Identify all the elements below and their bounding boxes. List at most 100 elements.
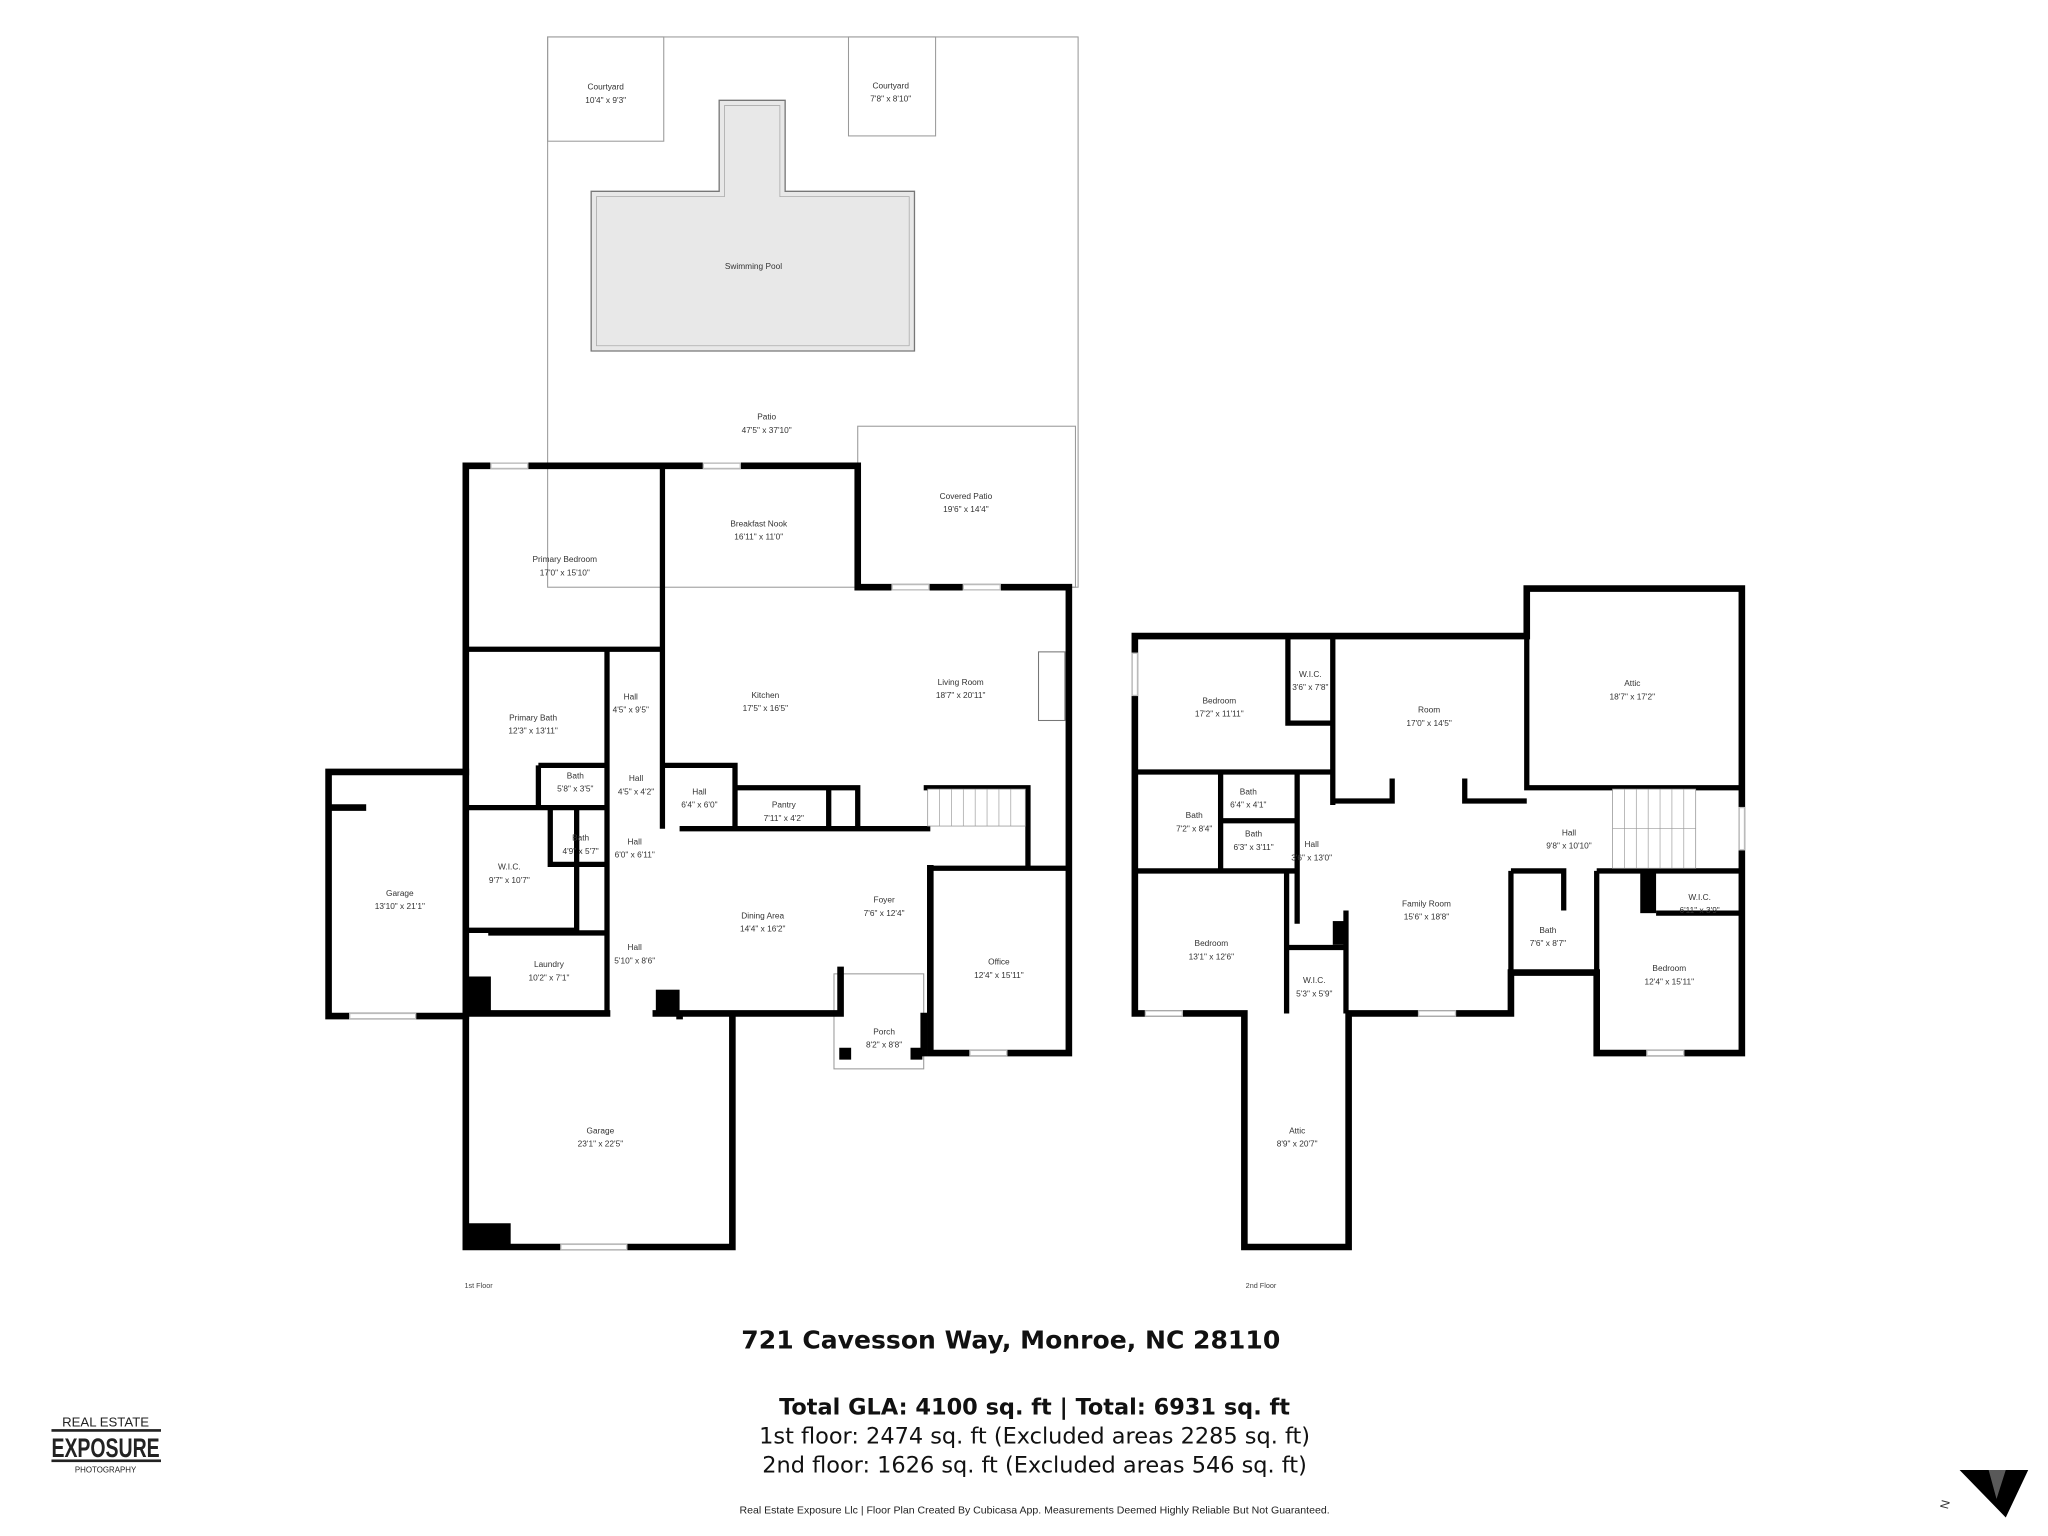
room-dimensions: 18'7" x 17'2" (1610, 691, 1656, 701)
wall-block (655, 989, 680, 1014)
room-name: Living Room (938, 677, 984, 687)
room-name: Patio (757, 412, 776, 422)
room-name: Hall (1562, 827, 1576, 837)
company-logo: REAL ESTATE EXPOSURE PHOTOGRAPHY (51, 1414, 161, 1475)
window (1738, 806, 1746, 851)
room-name: Room (1418, 705, 1440, 715)
arrow-highlight (1988, 1470, 2006, 1500)
room-dimensions: 7'6" x 8'7" (1530, 938, 1566, 948)
room-name: Hall (628, 942, 642, 952)
compass-label: N (1937, 1498, 1953, 1510)
outdoor-areas (547, 36, 1079, 1070)
floor1-label: 1st Floor (464, 1281, 493, 1290)
logo-bar (51, 1429, 161, 1432)
room-name: Bath (1539, 925, 1556, 935)
room-dimensions: 15'6" x 18'8" (1404, 912, 1450, 922)
room-name: Office (988, 957, 1010, 967)
room-name: Hall (628, 837, 642, 847)
porch-column (839, 1047, 852, 1060)
floor1-room-label: Laundry 10'2" x 7'1" (529, 959, 570, 982)
room-dimensions: 17'0" x 14'5" (1406, 718, 1452, 728)
room-name: Porch (873, 1027, 895, 1037)
room-dimensions: 9'8" x 10'10" (1546, 840, 1592, 850)
room-dimensions: 10'4" x 9'3" (585, 95, 626, 105)
room-dimensions: 9'7" x 10'7" (489, 875, 530, 885)
stairs-icon (927, 788, 1026, 827)
stair-treads (1612, 789, 1696, 869)
window (1144, 1010, 1184, 1017)
window (560, 1243, 628, 1251)
room-name: Bedroom (1652, 963, 1686, 973)
room-dimensions: 7'2" x 8'4" (1176, 823, 1212, 833)
fireplace-icon (1037, 651, 1066, 722)
floor1-room-label: Living Room 18'7" x 20'11" (936, 677, 986, 700)
room-name: Pantry (772, 800, 797, 810)
room-name: Attic (1624, 678, 1640, 688)
floor2-room-label: W.I.C.5'3" x 5'9" (1296, 975, 1332, 998)
room-dimensions: 6'3" x 3'11" (1233, 842, 1273, 852)
window (349, 1012, 417, 1020)
window (962, 583, 1001, 591)
room-name: W.I.C. (1303, 975, 1326, 985)
floor1-room-label: Primary Bedroom 17'0" x 15'10" (533, 554, 598, 577)
room-dimensions: 17'0" x 15'10" (540, 567, 590, 577)
room-dimensions: 18'7" x 20'11" (936, 690, 986, 700)
room-name: Family Room (1402, 899, 1451, 909)
room-name: Hall (624, 691, 638, 701)
room-dimensions: 5'8" x 3'5" (557, 784, 593, 794)
window (969, 1049, 1008, 1057)
room-dimensions: 17'2" x 11'11" (1195, 709, 1244, 719)
logo-line2: EXPOSURE (51, 1433, 159, 1463)
disclaimer: Real Estate Exposure Llc | Floor Plan Cr… (739, 1505, 1329, 1517)
room-name: Laundry (534, 959, 565, 969)
room-name: W.I.C. (498, 862, 521, 872)
room-name: Courtyard (587, 82, 624, 92)
room-dimensions: 16'11" x 11'0" (734, 532, 783, 542)
room-name: Covered Patio (940, 491, 993, 501)
room-dimensions: 13'1" x 12'6" (1189, 951, 1235, 961)
room-dimensions: 17'5" x 16'5" (743, 703, 789, 713)
room-name: Kitchen (752, 690, 780, 700)
room-dimensions: 23'1" x 22'5" (578, 1139, 624, 1149)
wall-block (1332, 921, 1346, 945)
garage-column (465, 1223, 511, 1248)
room-name: Primary Bath (509, 712, 557, 722)
room-dimensions: 12'4" x 15'11" (974, 970, 1024, 980)
room-dimensions: 4'9" x 5'7" (562, 846, 598, 856)
window (490, 462, 529, 470)
room-dimensions: 8'9" x 20'7" (1277, 1139, 1318, 1149)
room-name: Primary Bedroom (533, 554, 598, 564)
room-dimensions: 10'2" x 7'1" (529, 972, 570, 982)
room-dimensions: 7'11" x 4'2" (764, 813, 804, 823)
floor2-room-label: Hall 9'8" x 10'10" (1546, 827, 1592, 850)
room-dimensions: 4'5" x 4'2" (618, 786, 654, 796)
window (1417, 1010, 1457, 1017)
total-area: Total GLA: 4100 sq. ft | Total: 6931 sq.… (779, 1395, 1290, 1421)
room-name: Swimming Pool (725, 261, 782, 271)
window (1131, 652, 1139, 697)
stair-treads (939, 789, 1012, 827)
patio-outline (547, 36, 1079, 588)
floor1-walls (325, 462, 1073, 1251)
floor1-room-label: Pantry 7'11" x 4'2" (764, 800, 804, 823)
room-dimensions: 6'11" x 3'9" (1679, 905, 1719, 915)
floor2-room-label: Room 17'0" x 14'5" (1406, 705, 1452, 728)
